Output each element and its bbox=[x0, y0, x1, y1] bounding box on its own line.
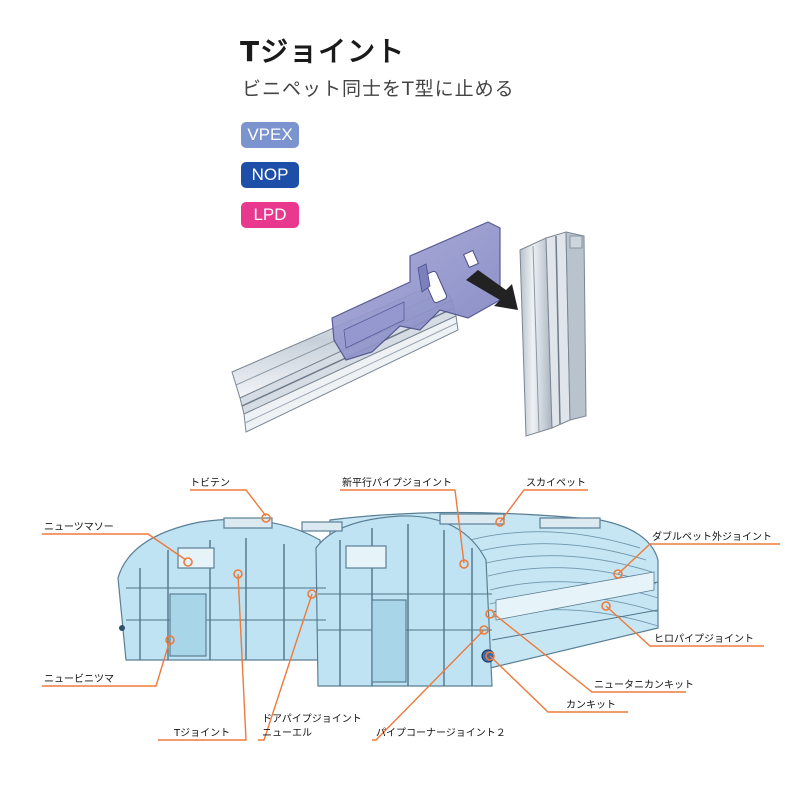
door-right bbox=[371, 599, 407, 683]
vent-right bbox=[345, 545, 387, 569]
insert-arrow-icon bbox=[466, 270, 518, 310]
t-joint-plate bbox=[331, 221, 501, 361]
callout-labels: トビテン 新平行パイプジョイント スカイペット ニューツマソー ダブルペット外ジ… bbox=[44, 476, 772, 739]
callout-lines bbox=[42, 489, 780, 741]
label-sukaipetto: スカイペット bbox=[526, 477, 586, 489]
label-kankit: カンキット bbox=[566, 699, 616, 711]
badge-vpex: VPEX bbox=[241, 122, 299, 148]
roof-vent-2 bbox=[301, 521, 343, 532]
label-newtanikankit: ニュータニカンキット bbox=[594, 679, 694, 691]
label-tjoint: Tジョイント bbox=[173, 728, 230, 739]
side-window-strip bbox=[495, 571, 655, 621]
label-daburupetto: ダブルペット外ジョイント bbox=[652, 530, 772, 543]
badge-lpd: LPD bbox=[241, 202, 299, 228]
roof-vent-3 bbox=[439, 513, 505, 525]
t-joint-illustration bbox=[231, 221, 587, 437]
label-tobiten: トビテン bbox=[190, 477, 230, 489]
page-subtitle: ビニペット同士をT型に止める bbox=[242, 78, 515, 100]
label-newel: ニューエル bbox=[262, 728, 312, 739]
label-doorpipe: ドアパイプジョイント bbox=[262, 713, 362, 725]
vertical-post bbox=[519, 231, 587, 437]
badge-nop: NOP bbox=[241, 162, 299, 188]
label-shinheikou: 新平行パイプジョイント bbox=[342, 476, 452, 489]
greenhouse-illustration bbox=[117, 511, 659, 687]
label-newtsumaso: ニューツマソー bbox=[44, 522, 114, 533]
page-title: Tジョイント bbox=[240, 35, 406, 68]
label-hiropaipu: ヒロパイプジョイント bbox=[654, 633, 754, 645]
callout-markers bbox=[165, 513, 623, 661]
roof-vent-4 bbox=[539, 517, 601, 529]
roof-vent-1 bbox=[223, 517, 273, 529]
label-pipecorner: パイプコーナージョイント２ bbox=[376, 727, 506, 739]
vent-left bbox=[177, 547, 215, 569]
door-left bbox=[169, 593, 207, 657]
label-newbinitsuma: ニュービニツマ bbox=[44, 673, 114, 685]
